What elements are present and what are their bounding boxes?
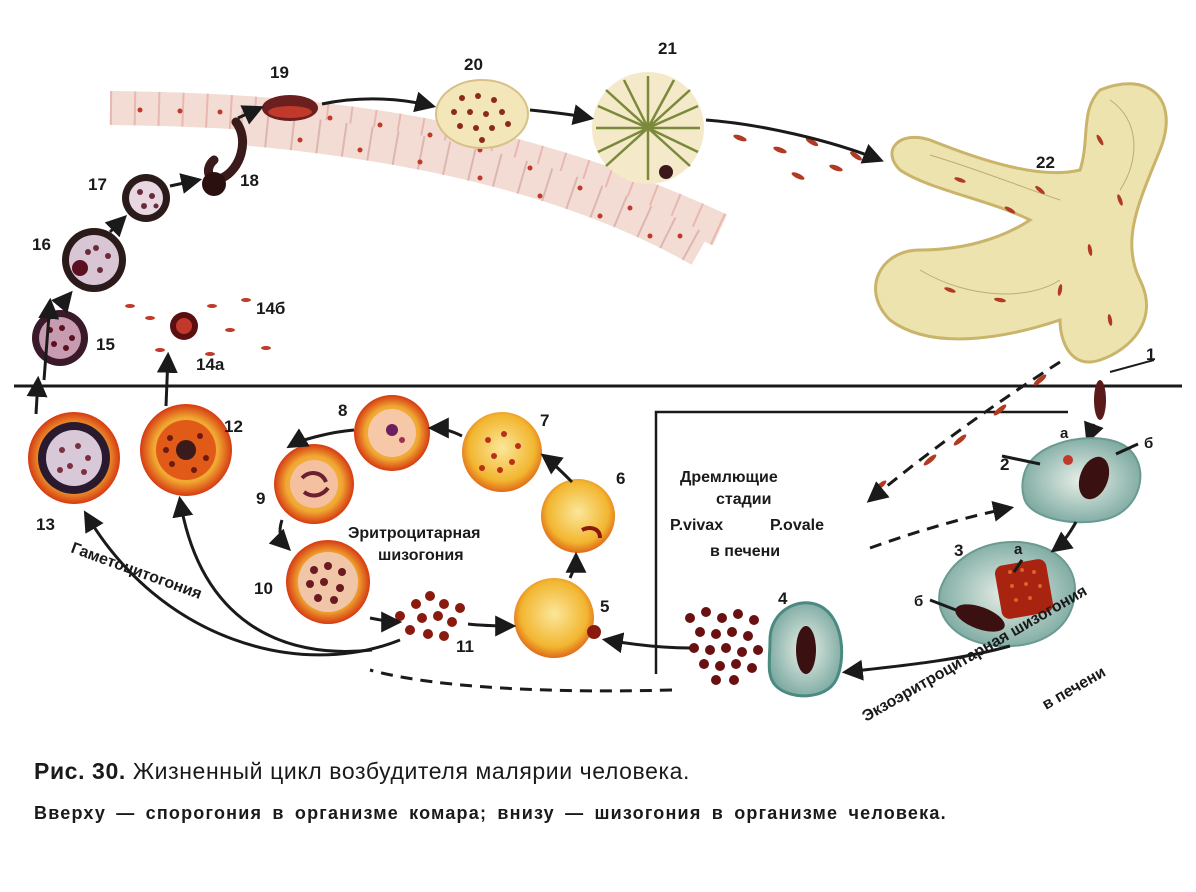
stage-12-gametocyte-rbc [140,404,232,496]
label-3a: а [1014,541,1023,558]
label-3b: б [914,593,923,610]
stage-17-gametocyte [122,174,170,222]
label-stage-13: 13 [36,515,55,534]
stage-5-merozoite-rbc [514,578,601,658]
stage-22-salivary-gland [876,84,1167,362]
label-stage-5: 5 [600,597,609,616]
label-stage-2: 2 [1000,455,1009,474]
stage-20-oocyst [436,80,528,148]
stage-15-macrogametocyte [32,310,88,366]
figure-caption: Рис. 30. Жизненный цикл возбудителя маля… [34,756,1164,826]
label-stage-17: 17 [88,175,107,194]
label-stage-8: 8 [338,401,347,420]
caption-figure-number: Рис. 30. [34,758,126,784]
label-stage-14b: 14б [256,299,285,318]
label-stage-15: 15 [96,335,115,354]
stage-14a-microgametocyte [170,312,198,340]
label-stage-14a: 14а [196,355,225,374]
label-stage-18: 18 [240,171,259,190]
label-stage-4: 4 [778,589,788,608]
stage-4-ruptured-liver-cell [685,603,842,696]
stage-10-schizont-rbc [286,540,370,624]
stage-6-merozoite-entry-rbc [541,479,615,553]
label-stage-12: 12 [224,417,243,436]
dormant-label-2: стадии [716,491,771,508]
label-stage-22: 22 [1036,153,1055,172]
label-stage-9: 9 [256,489,265,508]
label-stage-21: 21 [658,39,677,58]
stage-7-trophozoite-rbc [462,412,542,492]
dormant-vivax-label: P.vivax [670,517,723,534]
stage-11-merozoites [395,591,465,641]
label-stage-1: 1 [1146,345,1155,364]
caption-title: Жизненный цикл возбудителя малярии челов… [133,758,690,784]
label-stage-19: 19 [270,63,289,82]
released-sporozoites [733,133,864,181]
label-stage-16: 16 [32,235,51,254]
sporozoite-dashed-paths [870,362,1060,548]
stage-9-trophozoite-rbc [274,444,354,524]
label-stage-10: 10 [254,579,273,598]
label-2b: б [1144,435,1153,452]
label-stage-20: 20 [464,55,483,74]
label-stage-11: 11 [456,637,474,656]
stage-14b-microgametes [125,298,271,356]
stage-13-gametocyte-rbc [28,412,120,504]
stage-18-zygote [202,122,243,196]
stage-16-gametocyte [62,228,126,292]
label-2a: а [1060,425,1069,442]
gametocytogony-label: Гаметоцитогония [69,540,204,603]
stage-19-ookinete [262,95,318,121]
caption-title-line: Рис. 30. Жизненный цикл возбудителя маля… [34,756,1164,786]
label-stage-3: 3 [954,541,963,560]
dormant-label-3: в печени [710,543,780,560]
stage-21-mature-oocyst [592,72,704,184]
caption-subtitle: Вверху — спорогония в организме комара; … [34,800,1164,826]
erythrocytic-label-1: Эритроцитарная [348,525,480,542]
label-stage-6: 6 [616,469,625,488]
dormant-label-1: Дремлющие [680,469,778,486]
dormant-ovale-label: P.ovale [770,517,824,534]
erythrocytic-label-2: шизогония [378,547,464,564]
stage-8-ring-rbc [354,395,430,471]
exoerythrocytic-label-2: в печени [1040,664,1109,714]
label-stage-7: 7 [540,411,549,430]
